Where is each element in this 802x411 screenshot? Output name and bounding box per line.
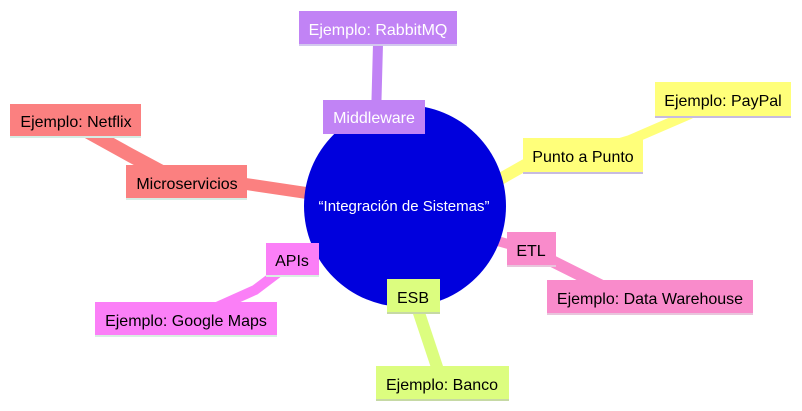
center-topic[interactable]: “Integración de Sistemas” <box>304 105 506 307</box>
branch-etl[interactable]: ETL <box>507 232 556 267</box>
branch-microservicios-label: Microservicios <box>136 176 237 193</box>
branch-apis-label: APIs <box>275 253 309 270</box>
example-banco[interactable]: Ejemplo: Banco <box>376 366 509 401</box>
example-netflix-label: Ejemplo: Netflix <box>20 114 131 131</box>
branch-middleware-label: Middleware <box>333 110 415 127</box>
example-rabbitmq[interactable]: Ejemplo: RabbitMQ <box>299 11 457 46</box>
example-netflix[interactable]: Ejemplo: Netflix <box>10 104 141 138</box>
example-google-maps[interactable]: Ejemplo: Google Maps <box>95 302 277 337</box>
example-paypal-label: Ejemplo: PayPal <box>664 93 781 110</box>
center-circle <box>304 105 506 307</box>
example-google-maps-label: Ejemplo: Google Maps <box>105 313 267 330</box>
branch-microservicios[interactable]: Microservicios <box>126 165 247 200</box>
branch-middleware[interactable]: Middleware <box>323 100 425 134</box>
example-data-warehouse-label: Ejemplo: Data Warehouse <box>557 291 743 308</box>
branch-esb[interactable]: ESB <box>387 279 440 314</box>
branch-punto-a-punto-label: Punto a Punto <box>532 149 634 166</box>
example-paypal[interactable]: Ejemplo: PayPal <box>655 82 791 118</box>
branch-apis[interactable]: APIs <box>266 243 319 277</box>
example-banco-label: Ejemplo: Banco <box>386 377 498 394</box>
branch-punto-a-punto[interactable]: Punto a Punto <box>523 138 643 174</box>
branch-esb-label: ESB <box>397 290 429 307</box>
example-data-warehouse[interactable]: Ejemplo: Data Warehouse <box>547 280 753 315</box>
branch-etl-label: ETL <box>516 243 545 260</box>
center-label: “Integración de Sistemas” <box>319 198 490 215</box>
example-rabbitmq-label: Ejemplo: RabbitMQ <box>309 22 448 39</box>
